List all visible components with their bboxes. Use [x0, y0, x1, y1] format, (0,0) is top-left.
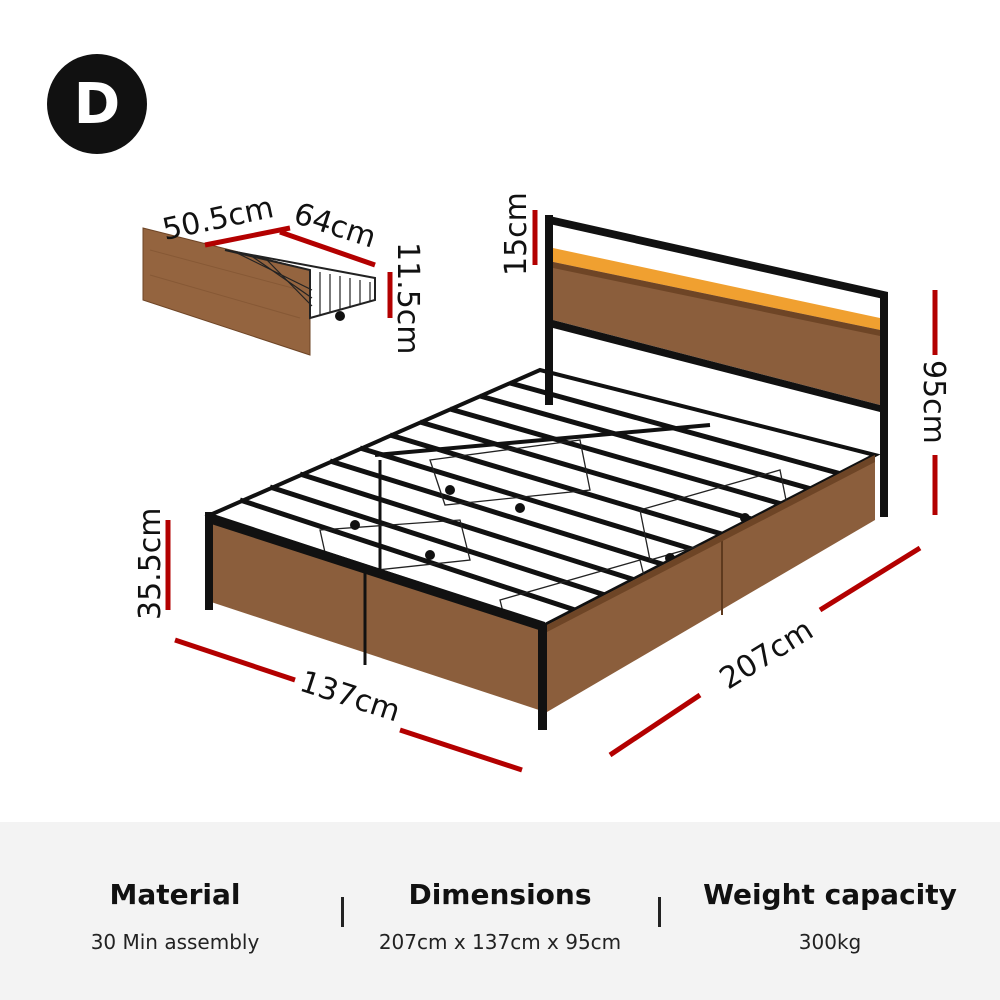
spec-dimensions-title: Dimensions — [408, 878, 592, 911]
variant-letter: D — [73, 71, 121, 137]
bed-width-label: 137cm — [296, 664, 405, 729]
spec-dimensions: Dimensions 207cm x 137cm x 95cm — [350, 822, 650, 1000]
shelf-height-label: 15cm — [499, 192, 534, 276]
bed-illustration: 50.5cm 64cm 11.5cm 15cm 95cm 35.5cm 137c… — [133, 190, 951, 773]
variant-badge: D — [47, 54, 147, 154]
drawer-width-label: 64cm — [290, 196, 381, 255]
spec-footer: Material 30 Min assembly Dimensions 207c… — [0, 822, 1000, 1000]
drawer-depth-label: 50.5cm — [159, 190, 276, 248]
footer-divider — [341, 897, 344, 927]
spec-material-title: Material — [109, 878, 241, 911]
footer-divider — [658, 897, 661, 927]
total-height-label: 95cm — [916, 360, 951, 444]
bed-length-label: 207cm — [714, 613, 820, 697]
spec-dimensions-value: 207cm x 137cm x 95cm — [378, 930, 622, 954]
spec-weight: Weight capacity 300kg — [680, 822, 980, 1000]
spec-weight-title: Weight capacity — [703, 878, 957, 911]
spec-weight-value: 300kg — [798, 930, 862, 954]
side-height-label: 35.5cm — [133, 507, 168, 620]
spec-material-value: 30 Min assembly — [90, 930, 260, 954]
drawer-illustration — [142, 227, 376, 356]
spec-material: Material 30 Min assembly — [25, 822, 325, 1000]
dimension-lines — [165, 210, 938, 773]
drawer-height-label: 11.5cm — [390, 242, 425, 355]
bed-frame — [204, 215, 888, 730]
